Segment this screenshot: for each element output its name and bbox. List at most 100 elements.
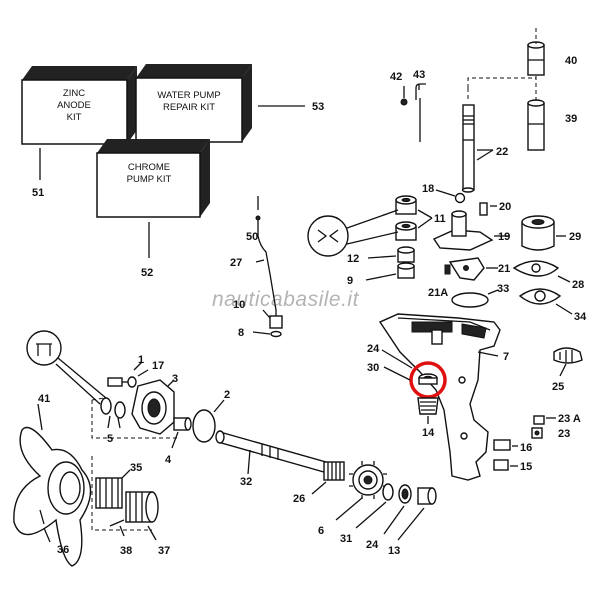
callout-29: 29	[569, 231, 581, 243]
callout-39: 39	[565, 113, 577, 125]
callout-53: 53	[312, 101, 324, 113]
part-water-screen-25	[553, 347, 583, 377]
callout-37: 37	[158, 545, 170, 557]
callout-36: 36	[57, 544, 69, 556]
kit-box-chrome-pump: CHROME PUMP KIT	[96, 139, 210, 218]
part-shaft-39	[527, 99, 545, 151]
part-o-ring-33	[451, 292, 489, 308]
part-bushing-9	[365, 262, 415, 281]
part-bearing-30-highlighted	[409, 361, 447, 399]
part-bushing-11-upper	[395, 195, 417, 215]
part-plug-16	[493, 439, 518, 451]
callout-13: 13	[388, 545, 400, 557]
part-bushing-12	[367, 246, 415, 263]
callout-16: 16	[520, 442, 532, 454]
watermark-text: nauticabasile.it	[212, 288, 360, 311]
part-bushing-11-lower	[395, 221, 417, 241]
part-plate-28	[512, 260, 571, 283]
callout-9: 9	[347, 275, 353, 287]
callout-50: 50	[246, 231, 258, 243]
part-screw-1	[107, 361, 143, 387]
callout-18: 18	[422, 183, 434, 195]
kit-label-zinc-3: KIT	[67, 112, 82, 123]
callout-42: 42	[390, 71, 402, 83]
callout-2: 2	[224, 389, 230, 401]
callout-23: 23	[558, 428, 570, 440]
callout-6: 6	[318, 525, 324, 537]
part-driveshaft-22	[461, 104, 475, 193]
callout-40: 40	[565, 55, 577, 67]
highlight-circle	[409, 361, 447, 399]
part-plate-21	[444, 257, 498, 281]
part-gear-6	[335, 461, 387, 521]
callout-10: 10	[233, 299, 245, 311]
part-pinion-14	[417, 397, 439, 424]
kit-label-chrome-2: PUMP KIT	[127, 174, 172, 185]
part-impeller-29	[521, 215, 566, 251]
callout-52: 52	[141, 267, 153, 279]
callout-22: 22	[496, 146, 508, 158]
part-cotter-pin-36	[39, 509, 51, 543]
part-clip-43	[415, 83, 426, 142]
part-screw-23a	[533, 415, 556, 425]
part-clutch-26	[311, 461, 345, 495]
callout-43: 43	[413, 69, 425, 81]
part-nut-42	[400, 98, 408, 106]
callout-20: 20	[499, 201, 511, 213]
callout-15: 15	[520, 461, 532, 473]
part-o-ring-2	[192, 399, 225, 443]
part-bearing-carrier-3	[131, 379, 175, 435]
part-bushing-4	[171, 417, 192, 449]
part-bearing-24	[383, 484, 412, 535]
part-seal-18	[454, 192, 466, 204]
callout-8: 8	[238, 327, 244, 339]
kit-box-water-pump: WATER PUMP REPAIR KIT	[135, 64, 252, 143]
detail-magnifier-bushing	[307, 209, 399, 257]
callout-51: 51	[32, 187, 44, 199]
part-thrust-washer-31	[355, 483, 394, 529]
callout-4: 4	[165, 454, 172, 466]
callout-30: 30	[367, 362, 379, 374]
part-shaft-40	[527, 41, 545, 76]
kit-label-zinc-2: ANODE	[57, 100, 91, 111]
callout-12: 12	[347, 253, 359, 265]
part-gasket-34	[518, 288, 573, 315]
callout-17: 17	[152, 360, 164, 372]
callout-34: 34	[574, 311, 587, 323]
part-propshaft-32	[215, 430, 341, 477]
callout-33: 33	[497, 283, 509, 295]
part-thrust-hub-37	[125, 491, 159, 541]
kit-label-chrome-1: CHROME	[128, 162, 170, 173]
callout-38: 38	[120, 545, 132, 557]
part-pin-38	[109, 519, 125, 537]
part-oring-8	[252, 330, 282, 338]
part-housing-19	[432, 210, 510, 251]
callout-5: 5	[107, 433, 113, 445]
callout-28: 28	[572, 279, 584, 291]
kit-box-zinc-anode: ZINC ANODE KIT	[21, 66, 137, 145]
callout-24-upper: 24	[367, 343, 380, 355]
part-plug-15	[493, 459, 518, 471]
kit-label-water-2: REPAIR KIT	[163, 102, 215, 113]
callout-21a: 21A	[428, 287, 448, 299]
callout-27: 27	[230, 257, 242, 269]
part-washer-17	[127, 369, 149, 388]
part-washers-5	[100, 397, 126, 429]
callout-24-lower: 24	[366, 539, 379, 551]
part-spline-35	[95, 469, 131, 509]
callout-14: 14	[422, 427, 435, 439]
kit-label-zinc-1: ZINC	[63, 88, 85, 99]
callout-32: 32	[240, 476, 252, 488]
part-propeller-41	[13, 403, 92, 567]
kit-label-water-1: WATER PUMP	[157, 90, 220, 101]
callout-11: 11	[434, 213, 446, 225]
part-collar-10	[262, 309, 283, 329]
callout-31: 31	[340, 533, 352, 545]
detail-magnifier-washer	[26, 330, 107, 405]
part-gearcase-7	[378, 313, 501, 481]
callout-19: 19	[498, 231, 510, 243]
callout-41: 41	[38, 393, 50, 405]
callout-25: 25	[552, 381, 564, 393]
part-screw-20	[479, 202, 497, 216]
